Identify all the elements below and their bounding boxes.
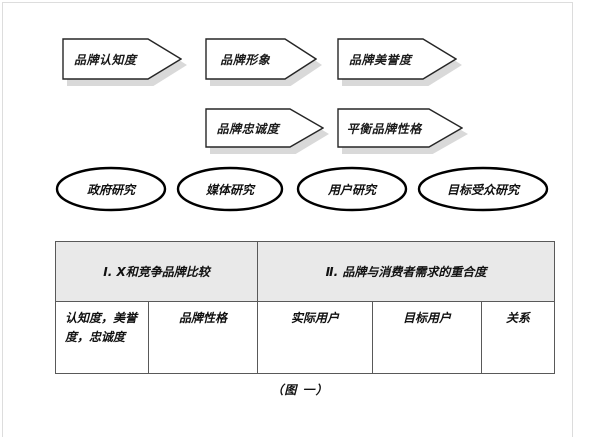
- ellipse-label: 目标受众研究: [446, 182, 519, 197]
- ellipse-media-research: 媒体研究: [176, 166, 284, 212]
- table-cell-relationship: 关系: [505, 311, 530, 325]
- ellipse-label: 媒体研究: [205, 182, 254, 197]
- arrow-body: [205, 38, 317, 80]
- table-header-cell-2: Ⅱ. 品牌与消费者需求的重合度: [325, 265, 487, 279]
- arrow-label: 品牌忠诚度: [216, 121, 280, 136]
- table-cell-awareness-reputation-loyalty: 认知度，美誉度，忠诚度: [56, 302, 149, 373]
- ellipse-user-research: 用户研究: [296, 166, 408, 212]
- table-cell-brand-personality: 品牌性格: [149, 302, 258, 373]
- arrow-label: 品牌认知度: [73, 52, 137, 67]
- ellipse-target-audience-research: 目标受众研究: [417, 166, 549, 212]
- arrow-brand-awareness: 品牌认知度: [62, 38, 187, 86]
- figure-caption: （图 一）: [271, 383, 329, 397]
- arrow-brand-image: 品牌形象: [205, 38, 322, 86]
- arrow-label: 品牌形象: [220, 52, 271, 67]
- comparison-table: Ⅰ. X和竞争品牌比较 Ⅱ. 品牌与消费者需求的重合度 认知度，美誉度，忠诚度 …: [55, 241, 555, 374]
- ellipse-label: 政府研究: [86, 182, 135, 197]
- ellipse-government-research: 政府研究: [55, 166, 167, 212]
- arrow-brand-reputation: 品牌美誉度: [337, 38, 462, 86]
- arrow-label: 品牌美誉度: [348, 52, 412, 67]
- arrow-body: [337, 108, 463, 148]
- table-body-row: 认知度，美誉度，忠诚度 品牌性格 实际用户 目标用户 关系: [56, 302, 554, 373]
- table-header-row: Ⅰ. X和竞争品牌比较 Ⅱ. 品牌与消费者需求的重合度: [56, 242, 554, 302]
- arrow-balanced-brand-personality: 平衡品牌性格: [337, 108, 468, 154]
- arrow-brand-loyalty: 品牌忠诚度: [205, 108, 329, 154]
- table-cell-actual-users: 实际用户: [258, 302, 373, 373]
- arrow-body: [337, 38, 457, 80]
- table-header-cell-1: Ⅰ. X和竞争品牌比较: [56, 242, 258, 301]
- table-cell-target-users: 目标用户: [373, 302, 482, 373]
- arrow-body: [205, 108, 324, 148]
- ellipse-label: 用户研究: [327, 182, 376, 197]
- arrow-body: [62, 38, 182, 80]
- arrow-label: 平衡品牌性格: [346, 121, 422, 136]
